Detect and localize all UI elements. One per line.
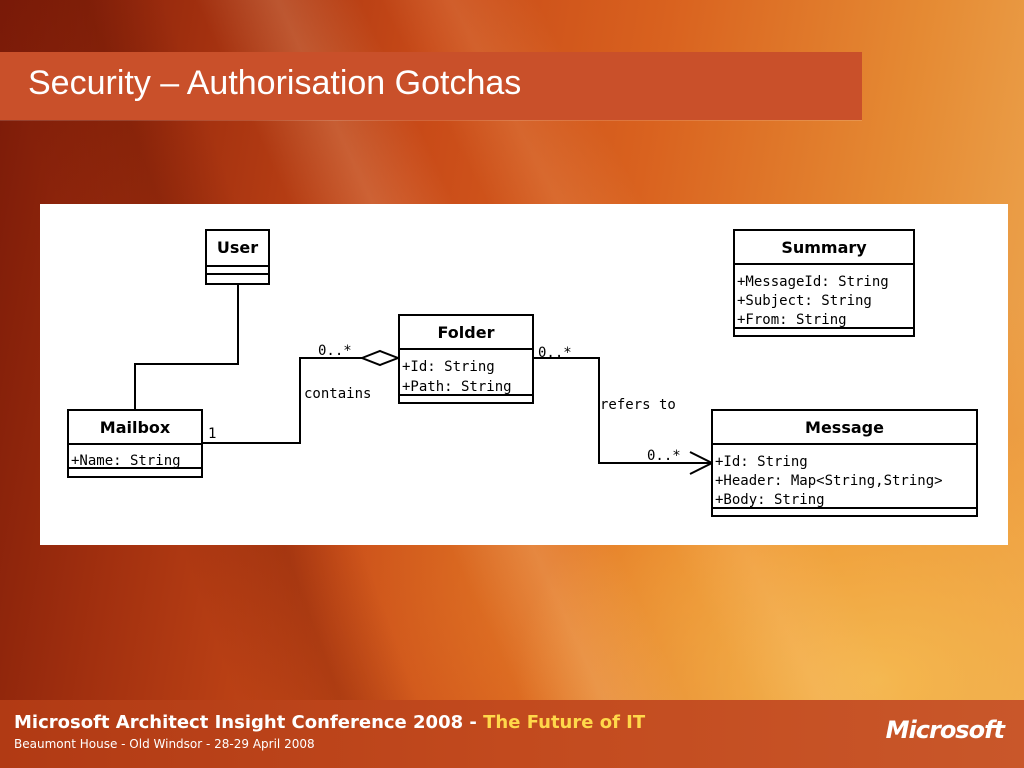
- title-bar: Security – Authorisation Gotchas: [0, 52, 862, 120]
- summary-attribute: +Subject: String: [737, 293, 872, 309]
- footer-separator: -: [463, 712, 484, 733]
- class-folder: Folder +Id: String +Path: String: [398, 314, 534, 404]
- class-message-name: Message: [805, 418, 884, 437]
- slide-title: Security – Authorisation Gotchas: [28, 64, 522, 102]
- uml-diagram: 0..* contains 1 0..* refers to 0..* User…: [40, 204, 1008, 545]
- slide-footer: Microsoft Architect Insight Conference 2…: [0, 700, 1024, 768]
- footer-venue: Beaumont House - Old Windsor - 28-29 Apr…: [14, 737, 315, 751]
- class-user: User: [205, 229, 270, 285]
- conference-tagline: The Future of IT: [483, 712, 646, 733]
- footer-conference-line: Microsoft Architect Insight Conference 2…: [14, 712, 645, 733]
- mailbox-attribute: +Name: String: [71, 453, 181, 469]
- contains-folder-multiplicity: 0..*: [318, 343, 352, 359]
- summary-attribute: +MessageId: String: [737, 274, 889, 290]
- uml-diagram-canvas: 0..* contains 1 0..* refers to 0..* User…: [67, 229, 978, 517]
- message-attribute: +Header: Map<String,String>: [715, 473, 943, 489]
- conference-name: Microsoft Architect Insight Conference 2…: [14, 712, 464, 733]
- aggregation-diamond: [359, 349, 401, 367]
- class-mailbox: Mailbox +Name: String: [67, 409, 203, 478]
- message-attribute: +Id: String: [715, 454, 808, 470]
- message-attribute: +Body: String: [715, 492, 825, 508]
- refers-to-folder-multiplicity: 0..*: [538, 345, 572, 361]
- refers-to-association-line: [534, 357, 712, 464]
- class-summary-name: Summary: [781, 238, 867, 257]
- class-user-name: User: [217, 238, 258, 257]
- contains-mailbox-multiplicity: 1: [208, 426, 216, 442]
- microsoft-logo: Microsoft: [885, 716, 1005, 744]
- contains-label: contains: [304, 386, 371, 402]
- refers-to-message-multiplicity: 0..*: [647, 448, 681, 464]
- class-message: Message +Id: String +Header: Map<String,…: [711, 409, 978, 517]
- class-summary: Summary +MessageId: String +Subject: Str…: [733, 229, 915, 337]
- user-mailbox-link: [134, 284, 239, 410]
- folder-attribute: +Path: String: [402, 379, 512, 395]
- contains-association-line: [203, 357, 362, 444]
- refers-to-label: refers to: [600, 397, 676, 413]
- class-mailbox-name: Mailbox: [100, 418, 171, 437]
- class-folder-name: Folder: [438, 323, 495, 342]
- folder-attribute: +Id: String: [402, 359, 495, 375]
- summary-attribute: +From: String: [737, 312, 847, 328]
